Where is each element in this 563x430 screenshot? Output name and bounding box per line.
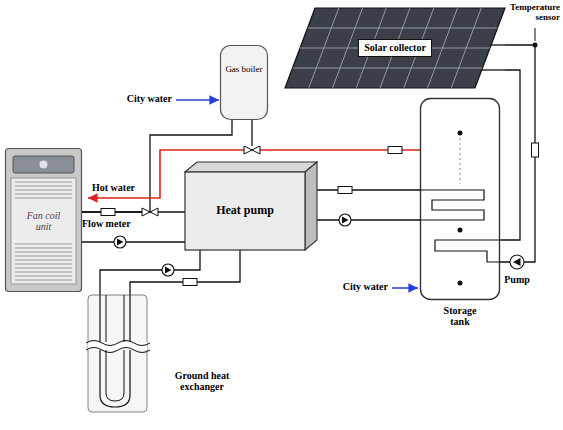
callout-label: Pump [495, 274, 539, 286]
collector-panel [285, 8, 505, 88]
flow-meter-symbol [101, 209, 115, 216]
city-water-arrow [176, 99, 219, 101]
component-ground: Ground heat exchanger [85, 295, 150, 412]
text-frame: Storage tank [435, 303, 485, 329]
component-tank: Storage tank [420, 98, 500, 300]
component-outline [220, 45, 268, 120]
fan-coil-display [13, 156, 74, 173]
tank-body [421, 99, 500, 300]
pump-symbol [114, 236, 126, 248]
break-mark [86, 348, 150, 353]
component-fancoil: Fan coil unit [5, 148, 82, 292]
tank-sensor-dot [458, 131, 463, 136]
component-label: Storage tank [435, 305, 485, 328]
text-frame: Fan coil unit [19, 204, 68, 238]
pipe-connector [500, 45, 535, 262]
boiler-pipe [251, 120, 252, 146]
flow-meter-symbol [532, 143, 539, 157]
three-way-valve [244, 146, 260, 154]
fan-coil-panel [11, 178, 76, 284]
sensor-leader [535, 28, 536, 41]
component-label: Ground heat exchanger [162, 370, 242, 393]
collector-grid [293, 8, 498, 88]
temperature-sensor [533, 43, 538, 48]
callout-label: City water [112, 93, 172, 105]
flow-meter-symbol [388, 147, 402, 154]
heat-pump-side [305, 162, 317, 250]
component-outline [420, 98, 500, 300]
fan-coil-knob [40, 161, 48, 169]
callout-label: Flow meter [82, 218, 144, 230]
component-label: Solar collector [358, 39, 432, 57]
tank-sensor-dot [458, 228, 463, 233]
text-frame: Gas boiler [225, 51, 263, 87]
pipe-connector [130, 250, 240, 295]
pipe-connector [317, 189, 420, 190]
pipe-connector [317, 219, 420, 220]
heat-pump-top [185, 162, 317, 172]
break-mark [86, 341, 150, 346]
tank-coil [420, 190, 484, 220]
tank-centerline [460, 138, 461, 184]
city-water-arrow [392, 287, 418, 289]
heat-pump-front [185, 172, 305, 250]
callout-label: City water [328, 281, 388, 293]
component-label: Heat pump [216, 204, 274, 218]
pipe-connector [500, 70, 520, 240]
pipe-connector [100, 250, 200, 295]
callout-label: Temperature sensor [506, 2, 560, 23]
component-label: Fan coil unit [19, 210, 68, 233]
text-frame: Ground heat exchanger [162, 367, 242, 395]
pipe-connector [82, 241, 185, 242]
pump-symbol [339, 214, 351, 226]
pipe-stub [491, 44, 505, 45]
component-boiler: Gas boiler [220, 45, 268, 120]
pump-symbol [510, 255, 524, 269]
boiler-body [221, 46, 268, 120]
text-frame: Solar collector [345, 34, 445, 62]
text-frame: Heat pump [185, 172, 305, 250]
component-outline [85, 295, 150, 412]
flow-meter-symbol [183, 279, 197, 286]
borehole [88, 295, 147, 412]
callout-label: Hot water [92, 182, 148, 194]
flow-meter-symbol [338, 187, 352, 194]
pipe-stub [482, 69, 505, 70]
fan-coil-grille [15, 182, 72, 280]
fan-coil-body [6, 149, 82, 292]
three-way-valve [142, 208, 158, 216]
component-collector: Solar collector [285, 8, 505, 88]
tank-sensor-dot [458, 281, 463, 286]
component-heatpump: Heat pump [185, 162, 317, 250]
pump-symbol [162, 264, 174, 276]
tank-coil [435, 240, 500, 262]
component-label: Gas boiler [225, 64, 262, 74]
